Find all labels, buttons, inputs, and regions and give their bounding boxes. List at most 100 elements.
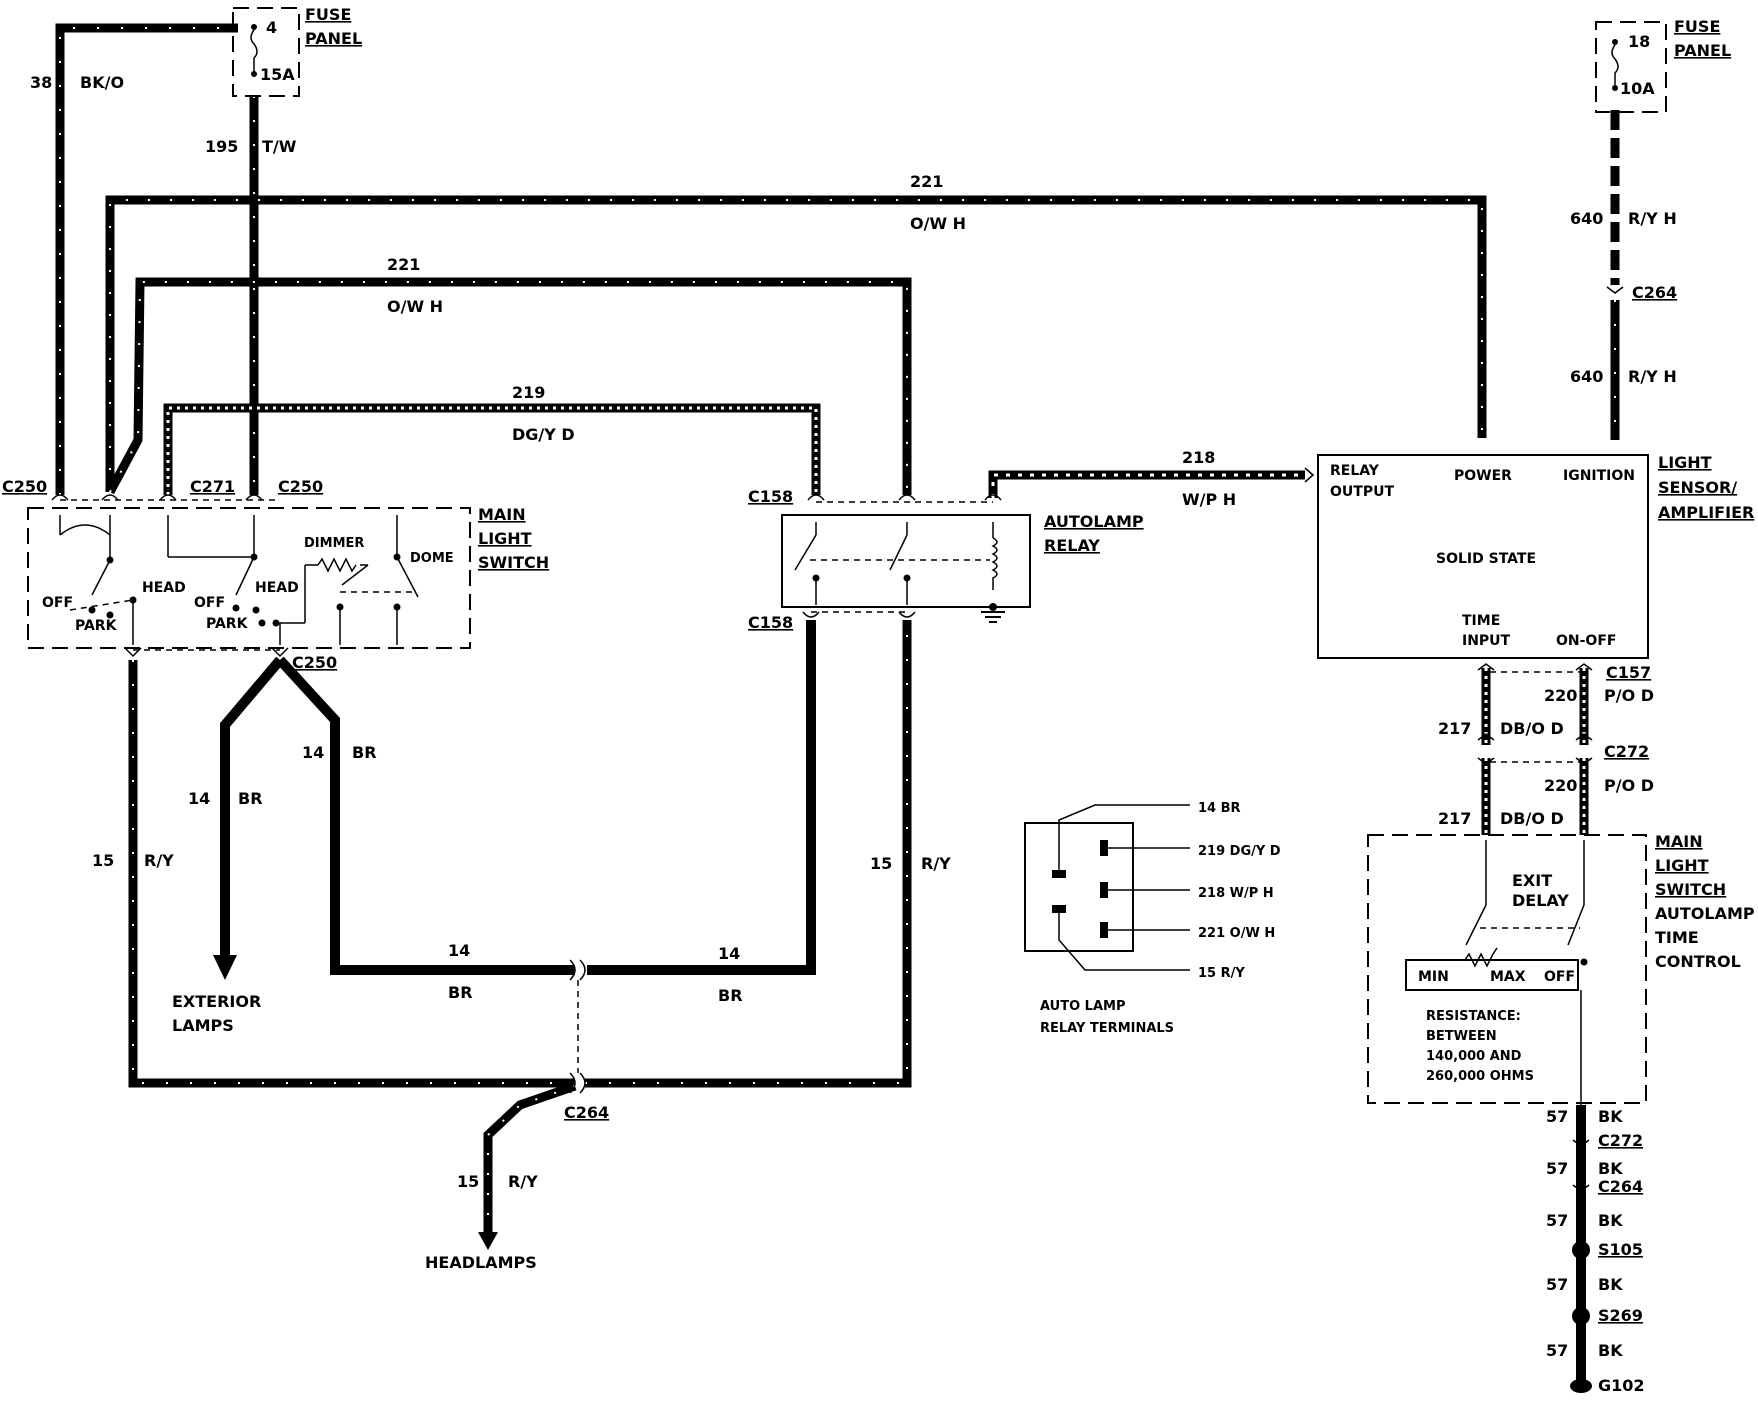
- w220a-num: 220: [1544, 686, 1577, 705]
- switch-head-2: HEAD: [255, 580, 299, 596]
- s269-label: S269: [1598, 1306, 1643, 1325]
- main-switch-title-2: LIGHT: [478, 529, 532, 548]
- c250a-label: C250: [2, 477, 47, 496]
- exterior-lamps-2: LAMPS: [172, 1016, 234, 1035]
- sensor-title-3: AMPLIFIER: [1658, 503, 1754, 522]
- wire-219: [163, 403, 821, 495]
- w195-num: 195: [205, 137, 238, 156]
- sensor-relay-output-2: OUTPUT: [1330, 484, 1394, 500]
- relay-title-2: RELAY: [1044, 536, 1100, 555]
- w14b-num: 14: [302, 743, 324, 762]
- terminal-3: 218 W/P H: [1198, 886, 1274, 901]
- sensor-ignition: IGNITION: [1563, 468, 1635, 484]
- c272b-label: C272: [1598, 1131, 1643, 1150]
- w640b-color: R/Y H: [1628, 367, 1677, 386]
- tc-off: OFF: [1544, 969, 1575, 985]
- c158a-label: C158: [748, 487, 793, 506]
- w38-color: BK/O: [80, 73, 124, 92]
- tc-title-6: CONTROL: [1655, 952, 1741, 971]
- g102-label: G102: [1598, 1376, 1645, 1395]
- terminal-1: 14 BR: [1198, 801, 1241, 816]
- wire-57: [1570, 1105, 1592, 1393]
- exterior-lamps-1: EXTERIOR: [172, 992, 261, 1011]
- w217a-color: DB/O D: [1500, 719, 1564, 738]
- w57a-color: BK: [1598, 1107, 1623, 1126]
- wire-labels: 38 BK/O 195 T/W 221 O/W H 221 O/W H 219 …: [30, 73, 1677, 1360]
- wire-15-headlamps: [478, 1081, 577, 1250]
- wire-221-mid: [106, 277, 912, 495]
- tc-title-2: LIGHT: [1655, 856, 1709, 875]
- w57a-num: 57: [1546, 1107, 1568, 1126]
- w217b-color: DB/O D: [1500, 809, 1564, 828]
- w219-num: 219: [512, 383, 545, 402]
- sensor-on-off: ON-OFF: [1556, 633, 1616, 649]
- tc-title-3: SWITCH: [1655, 880, 1726, 899]
- switch-dimmer: DIMMER: [304, 536, 364, 551]
- time-control-switch: EXIT DELAY MIN MAX OFF RESISTANCE: BETWE…: [1367, 663, 1755, 1192]
- output-labels: EXTERIOR LAMPS HEADLAMPS: [172, 992, 537, 1272]
- tc-max: MAX: [1490, 969, 1526, 985]
- sensor-time-input-1: TIME: [1462, 613, 1500, 629]
- w640b-num: 640: [1570, 367, 1603, 386]
- main-switch-title-1: MAIN: [478, 505, 526, 524]
- w14c-num: 14: [448, 941, 470, 960]
- c264a-label: C264: [1632, 283, 1677, 302]
- tc-res-2: BETWEEN: [1426, 1029, 1497, 1044]
- w57d-color: BK: [1598, 1275, 1623, 1294]
- c264-junctions: [569, 286, 1624, 1094]
- terminal-4: 221 O/W H: [1198, 926, 1275, 941]
- main-light-switch: OFF HEAD PARK OFF HEAD PARK DIMMER DOME …: [27, 499, 549, 651]
- w14b-color: BR: [352, 743, 377, 762]
- c250c-label: C250: [292, 653, 337, 672]
- fuse-right-rating: 10A: [1620, 79, 1655, 98]
- wires: [55, 23, 1620, 1393]
- tc-res-3: 140,000 AND: [1426, 1049, 1522, 1064]
- sensor-title-2: SENSOR/: [1658, 478, 1737, 497]
- w15a-num: 15: [92, 851, 114, 870]
- w57c-num: 57: [1546, 1211, 1568, 1230]
- relay-title-1: AUTOLAMP: [1044, 512, 1144, 531]
- wire-38: [55, 23, 238, 495]
- w220a-color: P/O D: [1604, 686, 1654, 705]
- sensor-time-input-2: INPUT: [1462, 633, 1511, 649]
- w219-color: DG/Y D: [512, 425, 575, 444]
- c272a-label: C272: [1604, 742, 1649, 761]
- w217a-num: 217: [1438, 719, 1471, 738]
- light-sensor-amplifier: RELAY OUTPUT POWER IGNITION SOLID STATE …: [1304, 453, 1754, 659]
- fuse-left-number: 4: [266, 18, 277, 37]
- w221b-num: 221: [387, 255, 420, 274]
- tc-title-4: AUTOLAMP: [1655, 904, 1755, 923]
- sensor-solid-state: SOLID STATE: [1436, 551, 1536, 567]
- w15b-color: R/Y: [921, 854, 951, 873]
- c157-label: C157: [1606, 663, 1651, 682]
- wire-15-loop: [128, 620, 912, 1088]
- autolamp-relay: AUTOLAMP RELAY: [781, 494, 1144, 623]
- terminal-5: 15 R/Y: [1198, 966, 1245, 981]
- fuse-left-rating: 15A: [260, 65, 295, 84]
- w221a-num: 221: [910, 172, 943, 191]
- w57c-color: BK: [1598, 1211, 1623, 1230]
- sensor-power: POWER: [1454, 468, 1512, 484]
- w217b-num: 217: [1438, 809, 1471, 828]
- tc-exit-1: EXIT: [1512, 871, 1552, 890]
- w57d-num: 57: [1546, 1275, 1568, 1294]
- tc-res-1: RESISTANCE:: [1426, 1009, 1521, 1024]
- w57b-color: BK: [1598, 1159, 1623, 1178]
- w57e-num: 57: [1546, 1341, 1568, 1360]
- switch-head-1: HEAD: [142, 580, 186, 596]
- fuse-right-number: 18: [1628, 32, 1650, 51]
- w14d-color: BR: [718, 986, 743, 1005]
- w221a-color: O/W H: [910, 214, 966, 233]
- c264c-label: C264: [1598, 1177, 1643, 1196]
- w218-num: 218: [1182, 448, 1215, 467]
- w14a-color: BR: [238, 789, 263, 808]
- w640a-color: R/Y H: [1628, 209, 1677, 228]
- w195-color: T/W: [262, 137, 297, 156]
- w15a-color: R/Y: [144, 851, 174, 870]
- w15c-num: 15: [457, 1172, 479, 1191]
